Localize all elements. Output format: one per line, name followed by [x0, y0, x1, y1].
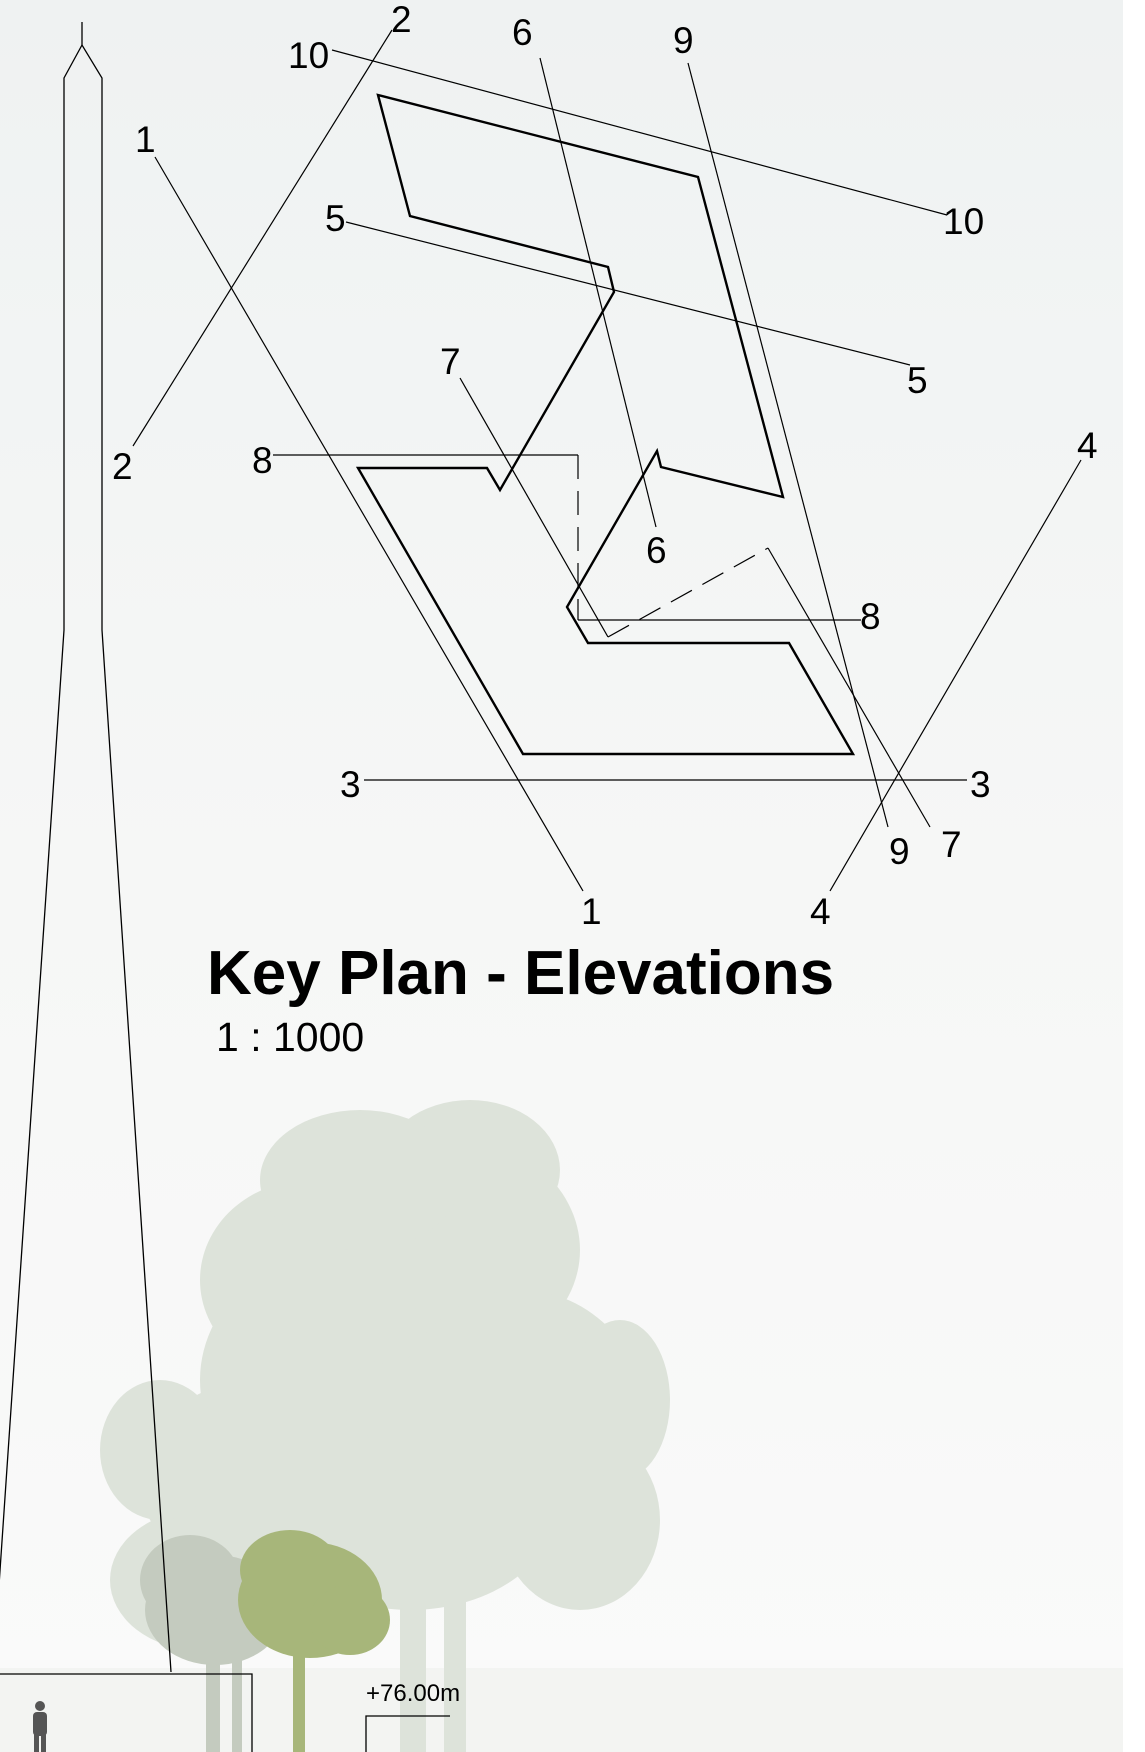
- building-footprint: [355, 93, 856, 756]
- marker-4-end: 4: [810, 891, 831, 932]
- section-lines: [132, 29, 1082, 892]
- ground-band: [0, 1668, 1123, 1752]
- hidden-lines: [577, 455, 769, 638]
- marker-1-start: 1: [135, 119, 156, 160]
- drawing-title: Key Plan - Elevations: [207, 939, 835, 1008]
- marker-5-end: 5: [907, 360, 928, 401]
- marker-1-end: 1: [581, 891, 602, 932]
- marker-7-start: 7: [440, 341, 461, 382]
- marker-3-end: 3: [970, 764, 991, 805]
- marker-6-end: 6: [646, 530, 667, 571]
- marker-2-end: 2: [112, 446, 133, 487]
- marker-10-start: 10: [288, 35, 329, 76]
- marker-4-start: 4: [1077, 425, 1098, 466]
- level-label: +76.00m: [366, 1680, 461, 1707]
- right-margin: [1123, 0, 1145, 1752]
- marker-10-end: 10: [943, 201, 984, 242]
- marker-2-start: 2: [391, 0, 412, 40]
- drawing-scale: 1 : 1000: [216, 1014, 365, 1060]
- marker-8-end: 8: [860, 596, 881, 637]
- background-tree-large: [100, 1100, 670, 1752]
- section-markers: 1 1 2 2 3 3 4 4 5 5 6 6 7 7 8 8 9 9 10 1…: [112, 0, 1098, 932]
- marker-8-start: 8: [252, 440, 273, 481]
- marker-6-start: 6: [512, 12, 533, 53]
- human-figure: [33, 1701, 47, 1752]
- marker-9-start: 9: [673, 20, 694, 61]
- foreground-tree: [238, 1530, 390, 1752]
- marker-3-start: 3: [340, 764, 361, 805]
- marker-5-start: 5: [325, 198, 346, 239]
- tower-outline: [0, 22, 172, 1673]
- marker-9-end: 9: [889, 831, 910, 872]
- podium-outline: [0, 1673, 450, 1752]
- marker-7-end: 7: [941, 824, 962, 865]
